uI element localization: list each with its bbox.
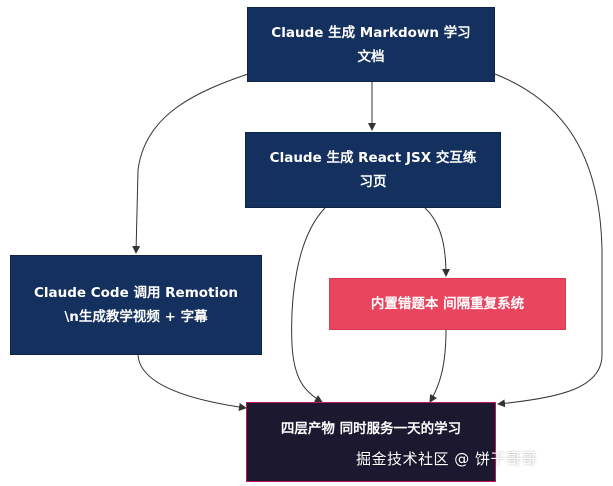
watermark: 掘金技术社区 @ 饼干哥哥 bbox=[356, 450, 538, 468]
node-markdown-doc-label: Claude 生成 Markdown 学习文档 bbox=[271, 24, 471, 65]
node-mistake-book-label: 内置错题本 间隔重复系统 bbox=[370, 296, 525, 312]
node-output-layers: 四层产物 同时服务一天的学习 bbox=[246, 402, 496, 482]
edge-markdown-output bbox=[494, 73, 603, 408]
node-react-practice-label: Claude 生成 React JSX 交互练习页 bbox=[269, 150, 477, 190]
edge-react-output bbox=[291, 207, 326, 403]
edge-react-anki bbox=[424, 207, 450, 277]
node-markdown-doc: Claude 生成 Markdown 学习文档 bbox=[247, 7, 495, 82]
node-remotion-video: Claude Code 调用 Remotion\n生成教学视频 + 字幕 bbox=[10, 255, 262, 355]
edge-anki-output bbox=[429, 329, 447, 403]
edge-markdown-remotion bbox=[132, 73, 249, 254]
node-mistake-book: 内置错题本 间隔重复系统 bbox=[329, 278, 566, 330]
node-output-layers-label: 四层产物 同时服务一天的学习 bbox=[280, 421, 462, 437]
node-react-practice: Claude 生成 React JSX 交互练习页 bbox=[245, 132, 501, 208]
edge-remotion-output bbox=[137, 354, 247, 411]
node-remotion-video-label: Claude Code 调用 Remotion\n生成教学视频 + 字幕 bbox=[33, 285, 239, 325]
